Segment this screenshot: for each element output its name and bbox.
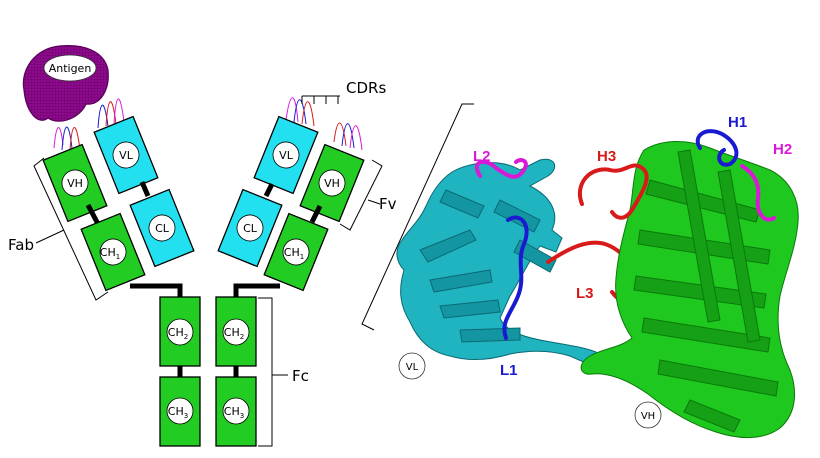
fc-stem: [159, 296, 257, 447]
loop-label-l3: L3: [576, 285, 594, 302]
fc-labels: CH2 CH2 CH3 CH3: [168, 326, 244, 420]
loop-labels: L1 L2 L3 H1 H2 H3: [473, 114, 792, 379]
right-vl-label: VL: [279, 149, 294, 162]
right-ch2-label: CH2: [224, 326, 244, 341]
antigen-blob: Antigen: [22, 45, 109, 122]
fv-label: Fv: [379, 195, 397, 213]
right-vh-label: VH: [324, 177, 340, 190]
left-vh-label: VH: [67, 177, 83, 190]
antigen-label: Antigen: [49, 62, 92, 75]
fv-bracket: [339, 159, 383, 231]
right-cdr-loops: [285, 97, 363, 151]
loop-label-l1: L1: [500, 362, 518, 379]
left-cdr-loops: [53, 98, 125, 151]
cdrs-label: CDRs: [346, 79, 386, 97]
right-fab-arm: [217, 115, 365, 297]
loop-label-h2: H2: [773, 141, 792, 158]
vh-cdr-loops: [578, 129, 776, 222]
vl-ribbon-structure: [396, 158, 601, 365]
structure-bracket: [361, 103, 474, 331]
loop-label-l2: L2: [473, 148, 491, 165]
left-cl-label: CL: [155, 222, 170, 235]
right-cl-label: CL: [243, 222, 258, 235]
left-ch2-label: CH2: [168, 326, 188, 341]
right-ch1-label: CH1: [284, 246, 304, 261]
fab-bracket: [33, 157, 109, 301]
left-fab-labels: VH CH1 VL CL: [67, 149, 170, 261]
cdrs-callout: CDRs: [301, 79, 386, 104]
vh-ribbon-structure: [580, 141, 799, 439]
fc-bracket: [258, 297, 288, 447]
left-fab-arm: [42, 115, 195, 297]
domain-vl-label: VL: [406, 362, 419, 373]
left-vl-label: VL: [119, 149, 134, 162]
loop-label-h1: H1: [728, 114, 747, 131]
left-ch1-label: CH1: [100, 246, 120, 261]
fab-label: Fab: [8, 236, 34, 254]
domain-vh-marker: VH: [634, 401, 662, 429]
left-ch3-label: CH3: [168, 405, 188, 420]
domain-vl-marker: VL: [398, 352, 426, 380]
fc-label: Fc: [292, 367, 309, 385]
right-ch3-label: CH3: [224, 405, 244, 420]
loop-label-h3: H3: [597, 148, 616, 165]
domain-vh-label: VH: [641, 411, 655, 422]
right-fab-labels: VL CL VH CH1: [243, 149, 340, 261]
